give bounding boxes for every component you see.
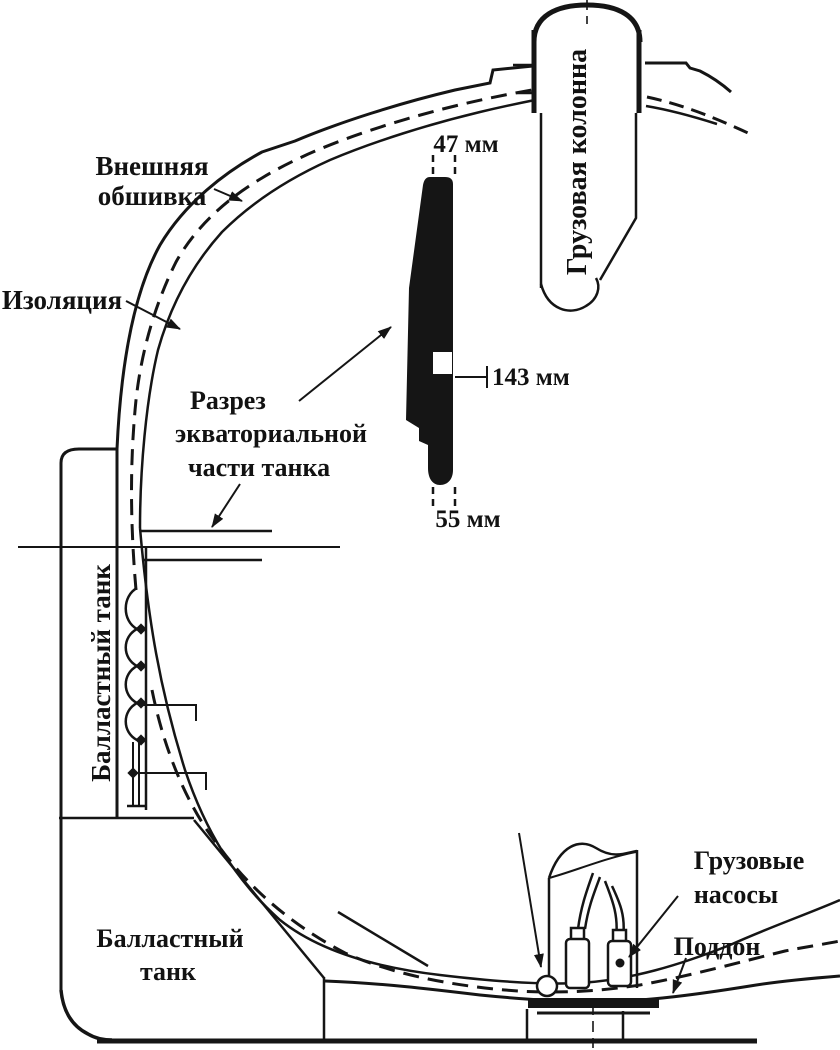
label-ballast-bottom-1: Балластный <box>96 924 243 953</box>
sphere-and-cover <box>115 61 840 994</box>
leader-outer-plating <box>213 188 243 202</box>
profile-shape <box>406 177 453 485</box>
equator-and-skirt <box>18 529 340 810</box>
label-section-3: части танка <box>188 453 330 482</box>
leader-insulation <box>125 300 181 330</box>
leader-suction-well <box>518 832 544 968</box>
label-cargo-pumps-1: Грузовые <box>694 846 805 875</box>
text-labels: Внешняя обшивка Изоляция Разрез экватори… <box>2 49 804 986</box>
pump-1 <box>564 937 591 990</box>
dimension-143mm: 143 мм <box>492 364 570 391</box>
dimension-55mm: 55 мм <box>435 506 500 533</box>
leader-section-up <box>298 326 392 402</box>
profile-notch <box>433 352 452 374</box>
suction-well <box>535 974 559 998</box>
sphere-shell-lower <box>138 527 840 985</box>
label-ballast-tank-side: Балластный танк <box>86 564 116 782</box>
outer-plating-line <box>115 64 534 450</box>
label-drip-tray: Поддон <box>674 932 761 961</box>
label-ballast-bottom-2: танк <box>140 957 196 986</box>
label-section-2: экваториальной <box>175 419 367 448</box>
label-cargo-pumps-2: насосы <box>694 880 778 909</box>
leader-lines <box>125 188 687 994</box>
label-insulation: Изоляция <box>2 285 122 315</box>
label-outer-plating-1: Внешняя <box>95 151 208 181</box>
drip-tray-bar <box>528 998 659 1008</box>
sphere-shell-upper <box>138 98 536 529</box>
insulation-line-lower <box>150 689 840 994</box>
pump-tower <box>528 842 659 1015</box>
insulation-line-upper <box>130 88 533 591</box>
dimension-47mm: 47 мм <box>433 131 498 158</box>
label-cargo-column: Грузовая колонна <box>562 49 593 275</box>
leader-section-down <box>211 483 241 528</box>
leader-tray <box>672 957 687 994</box>
cargo-column <box>513 0 643 312</box>
skirt-corrugation <box>124 586 140 742</box>
leader-pumps <box>628 895 679 958</box>
label-section-1: Разрез <box>190 386 266 415</box>
equatorial-profile <box>406 155 488 506</box>
hull-structure <box>59 447 840 1048</box>
label-outer-plating-2: обшивка <box>98 181 207 211</box>
